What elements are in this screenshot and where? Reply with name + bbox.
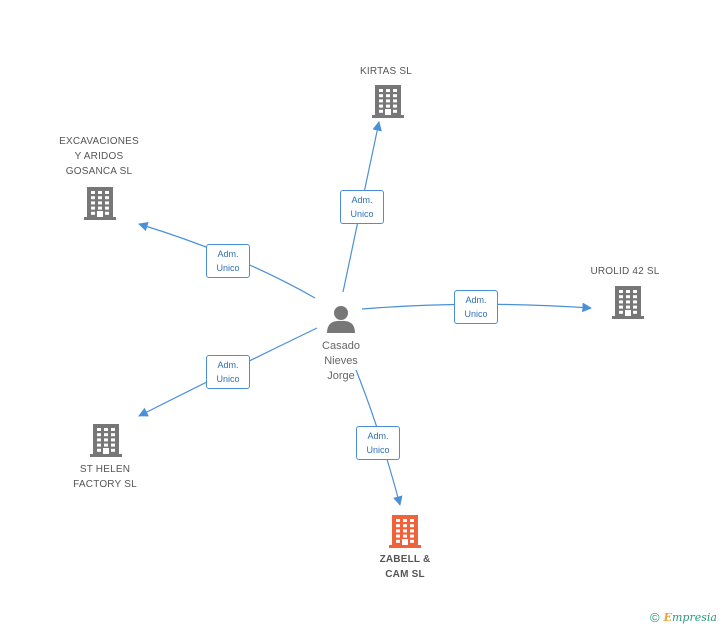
company-label-kirtas[interactable]: KIRTAS SL: [359, 66, 412, 77]
edge-role-zabell[interactable]: Adm. Unico: [356, 426, 400, 460]
edge-role-sthelen[interactable]: Adm. Unico: [206, 355, 250, 389]
company-label-excavaciones[interactable]: EXCAVACIONES Y ARIDOS GOSANCA SL: [59, 136, 139, 177]
edge-role-kirtas[interactable]: Adm. Unico: [340, 190, 384, 224]
person-icon[interactable]: [327, 306, 355, 333]
edge-role-excavaciones[interactable]: Adm. Unico: [206, 244, 250, 278]
edge-role-urolid[interactable]: Adm. Unico: [454, 290, 498, 324]
company-label-urolid[interactable]: UROLID 42 SL: [590, 266, 660, 277]
footer-branding: © Empresia: [650, 610, 717, 625]
company-label-sthelen[interactable]: ST HELEN FACTORY SL: [73, 464, 137, 490]
building-icon-kirtas[interactable]: [372, 85, 404, 118]
building-icon-excavaciones[interactable]: [84, 187, 116, 220]
building-icon-sthelen[interactable]: [90, 424, 122, 457]
person-name[interactable]: Casado Nieves Jorge: [322, 340, 360, 382]
company-label-zabell[interactable]: ZABELL & CAM SL: [379, 554, 431, 580]
copyright-icon: ©: [650, 610, 660, 625]
building-icon-zabell[interactable]: [389, 515, 421, 548]
building-icon-urolid[interactable]: [612, 286, 644, 319]
brand-logo[interactable]: Empresia: [663, 611, 717, 624]
